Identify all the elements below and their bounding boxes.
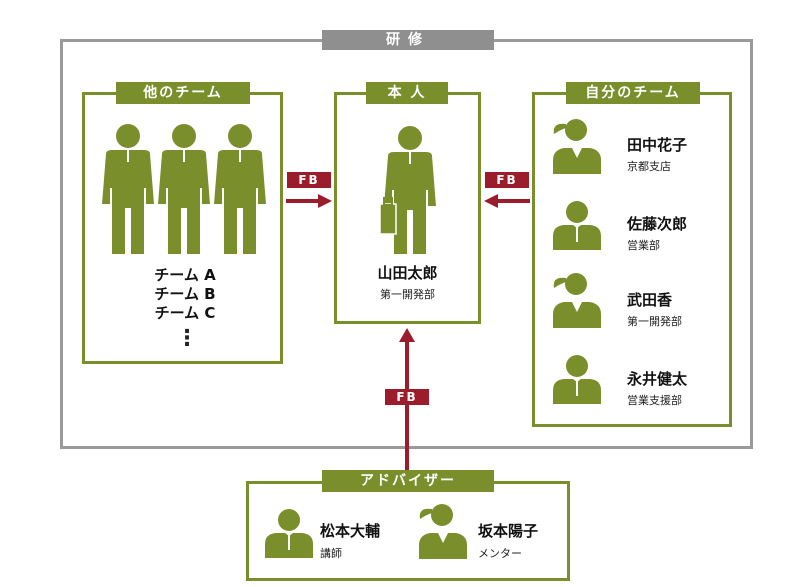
other-team-people: [102, 124, 266, 254]
person-icon: [158, 124, 210, 254]
team-b-label: チーム B: [154, 285, 216, 303]
team-list: チーム A チーム B チーム C: [110, 266, 260, 323]
briefcase-icon: [379, 197, 397, 235]
male-person-icon: [553, 201, 601, 250]
person-icon: [214, 124, 266, 254]
male-person-icon: [265, 509, 313, 558]
self-dept: 第一開発部: [380, 288, 435, 301]
fb-bottom-arrow: [399, 328, 415, 474]
advisor-1-name: 松本大輔: [320, 522, 381, 540]
team-a-label: チーム A: [154, 266, 216, 284]
member-1-name: 田中花子: [627, 136, 688, 154]
fb-left-label: FB: [287, 172, 331, 188]
other-teams-title: 他のチーム: [116, 82, 250, 104]
female-person-icon: [553, 273, 601, 328]
person-icon: [102, 124, 154, 254]
own-team-title: 自分のチーム: [566, 82, 700, 104]
member-1-dept: 京都支店: [627, 160, 671, 173]
fb-left-arrow: [286, 194, 332, 208]
advisor-1-role: 講師: [320, 547, 342, 560]
female-person-icon: [553, 119, 601, 174]
fb-bottom-label: FB: [385, 389, 429, 405]
member-4-name: 永井健太: [627, 370, 688, 388]
member-2-dept: 営業部: [627, 239, 660, 252]
member-3-name: 武田香: [627, 291, 673, 309]
training-title: 研修: [322, 30, 494, 50]
member-4-dept: 営業支援部: [627, 394, 682, 407]
member-2-name: 佐藤次郎: [627, 215, 688, 233]
male-person-icon: [553, 355, 601, 404]
team-c-label: チーム C: [154, 304, 216, 322]
fb-right-arrow: [484, 194, 530, 208]
self-name: 山田太郎: [377, 264, 438, 282]
female-person-icon: [419, 504, 467, 559]
own-team-box: [532, 92, 732, 427]
advisor-2-name: 坂本陽子: [478, 522, 539, 540]
member-3-dept: 第一開発部: [627, 315, 682, 328]
self-title: 本 人: [366, 82, 448, 104]
more-teams-ellipsis: ⋮: [176, 326, 198, 351]
fb-right-label: FB: [485, 172, 529, 188]
advisors-title: アドバイザー: [322, 470, 494, 492]
advisor-2-role: メンター: [478, 547, 522, 560]
self-person-icon: [379, 126, 436, 254]
